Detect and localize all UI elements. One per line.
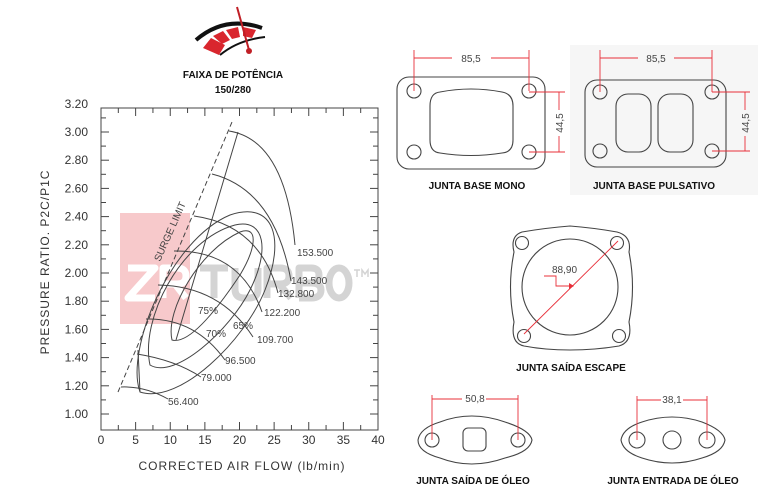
y-axis-label: PRESSURE RATIO. P2C/P1C [38, 170, 52, 355]
gasket-entrada-oleo: 38,1 [620, 395, 726, 464]
x-tick-label: 0 [98, 433, 105, 447]
speed-line-143500 [211, 173, 292, 282]
dimension-label: 38,1 [662, 395, 682, 406]
x-tick-label: 25 [267, 433, 281, 447]
gasket-label: JUNTA BASE MONO [429, 181, 526, 192]
y-tick-label: 1.80 [65, 294, 89, 308]
speed-label: 122.200 [264, 308, 301, 319]
y-tick-label: 2.00 [65, 266, 89, 280]
compressor-map-chart: 0 5 10 15 20 25 30 35 40 1.00 1.20 1.40 1.60 1.80 2.0… [38, 97, 385, 473]
speed-line-96500 [145, 318, 226, 361]
x-tick-label: 30 [302, 433, 316, 447]
gasket-base-mono: 85,5 44,5 [396, 50, 566, 170]
efficiency-label: 75% [198, 306, 218, 317]
speed-label: 153.500 [297, 248, 334, 259]
dimension-label: 88,90 [552, 265, 577, 276]
speed-line-79000 [136, 353, 202, 378]
y-tick-label: 1.60 [65, 322, 89, 336]
efficiency-label: 65% [233, 321, 253, 332]
speed-line-153500 [228, 130, 296, 246]
speed-line-56400 [120, 386, 169, 400]
axis-ticks [100, 108, 379, 430]
x-tick-label: 40 [371, 433, 385, 447]
speed-label: 109.700 [257, 335, 294, 346]
dimension-label: 85,5 [646, 54, 666, 65]
x-tick-label: 20 [233, 433, 247, 447]
dimension-label: 85,5 [461, 54, 481, 65]
y-tick-label: 3.20 [65, 97, 89, 111]
x-tick-label: 35 [337, 433, 351, 447]
gasket-label: JUNTA SAÍDA ESCAPE [516, 361, 626, 374]
y-tick-label: 2.40 [65, 210, 89, 224]
gasket-label: JUNTA SAÍDA DE ÓLEO [416, 474, 530, 487]
gasket-label: JUNTA BASE PULSATIVO [593, 181, 715, 192]
x-tick-label: 15 [198, 433, 212, 447]
y-tick-label: 1.00 [65, 407, 89, 421]
efficiency-island-65 [136, 211, 276, 395]
y-tick-label: 1.20 [65, 379, 89, 393]
speed-line-122200 [173, 250, 263, 313]
gasket-base-pulsativo: 85,5 44,5 [570, 45, 758, 195]
gasket-saida-oleo: 50,8 [417, 394, 533, 465]
speed-label: 132.800 [278, 289, 315, 300]
dimension-label: 44,5 [555, 113, 566, 133]
surge-line [117, 121, 233, 393]
y-tick-label: 3.00 [65, 125, 89, 139]
x-tick-label: 10 [164, 433, 178, 447]
efficiency-label: 70% [206, 329, 226, 340]
speed-label: 56.400 [168, 397, 199, 408]
gasket-saida-escape: 88,90 [509, 225, 634, 351]
speed-label: 79.000 [201, 373, 232, 384]
gasket-label: JUNTA ENTRADA DE ÓLEO [607, 474, 739, 487]
speed-label: 143.500 [291, 276, 328, 287]
x-tick-label: 5 [132, 433, 139, 447]
speed-label: 96.500 [225, 356, 256, 367]
dimension-label: 44,5 [741, 113, 752, 133]
y-tick-label: 2.60 [65, 181, 89, 195]
y-tick-label: 2.80 [65, 153, 89, 167]
speed-line-109700 [157, 284, 254, 338]
x-axis-label: CORRECTED AIR FLOW (lb/min) [138, 459, 345, 473]
choke-line [137, 131, 239, 393]
y-tick-label: 2.20 [65, 238, 89, 252]
y-tick-label: 1.40 [65, 351, 89, 365]
power-range-value: 150/280 [215, 85, 252, 96]
efficiency-island-70 [148, 223, 263, 369]
gauge-icon [194, 6, 266, 56]
power-range-title: FAIXA DE POTÊNCIA [183, 68, 283, 81]
dimension-label: 50,8 [465, 394, 485, 405]
efficiency-island-75 [170, 230, 254, 341]
speed-line-132800 [193, 215, 279, 294]
